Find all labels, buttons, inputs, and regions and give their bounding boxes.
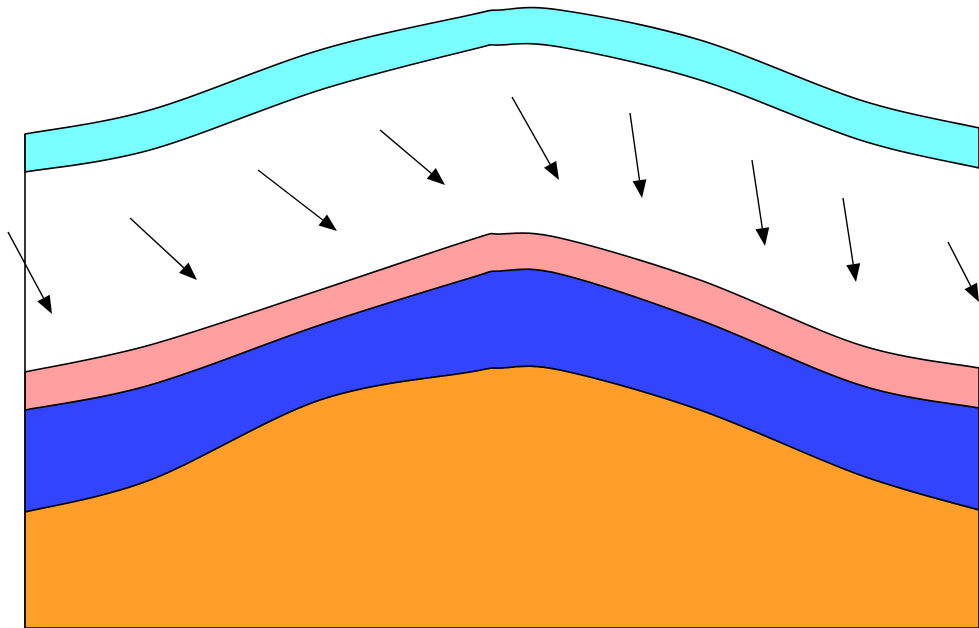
layers-group — [25, 8, 979, 628]
force-arrow — [130, 218, 197, 280]
force-arrow-head — [846, 263, 860, 282]
force-arrow-head — [37, 295, 52, 314]
force-arrow-shaft — [752, 160, 762, 228]
force-arrow-shaft — [380, 130, 431, 173]
force-arrow-head — [319, 215, 338, 232]
force-arrow — [752, 160, 769, 246]
force-arrow-shaft — [512, 97, 550, 164]
force-arrow — [843, 198, 860, 282]
force-arrow — [258, 170, 337, 231]
force-arrow — [948, 242, 979, 302]
top-layer — [25, 8, 979, 172]
force-arrow-shaft — [630, 113, 640, 180]
force-arrow-head — [544, 161, 559, 180]
force-arrow-shaft — [130, 218, 184, 268]
force-arrow-head — [755, 227, 769, 246]
force-arrow-shaft — [258, 170, 323, 220]
force-arrow-head — [633, 179, 647, 198]
force-arrow — [630, 113, 646, 198]
force-arrow — [512, 97, 559, 180]
force-arrow — [8, 232, 52, 314]
force-arrow — [380, 130, 445, 185]
force-arrow-head — [965, 283, 979, 302]
force-arrow-head — [427, 168, 445, 185]
force-arrow-shaft — [948, 242, 971, 286]
force-arrow-shaft — [843, 198, 853, 264]
